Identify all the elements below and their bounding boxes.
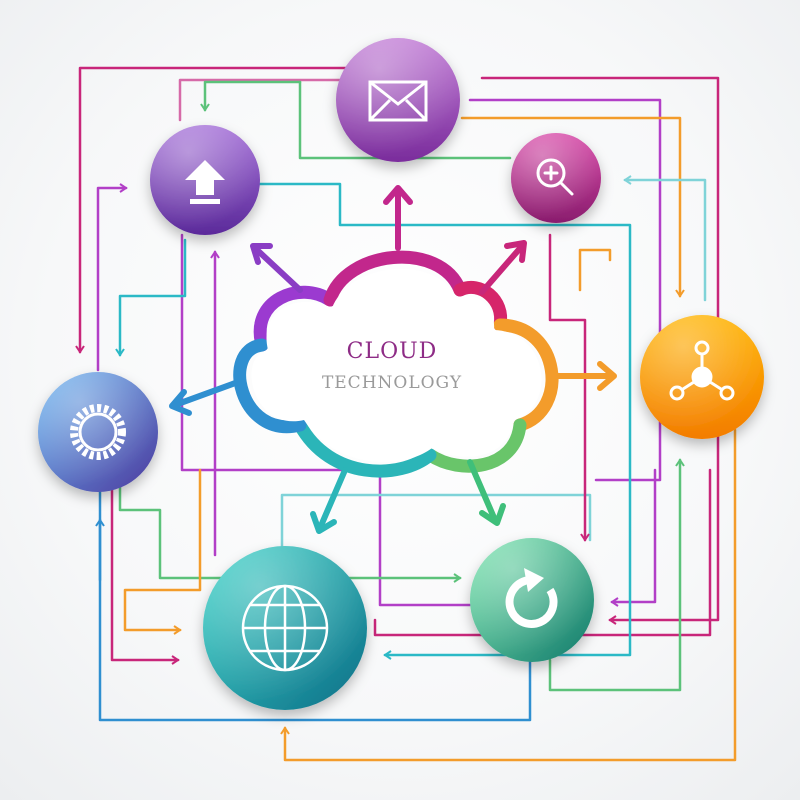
arrow-to-search <box>479 240 527 295</box>
arrow-to-email <box>383 185 413 251</box>
cloud-outline-segment <box>293 418 437 478</box>
gear-icon <box>70 404 126 460</box>
connector-line <box>298 80 512 160</box>
cloud-outline-segment <box>323 250 467 307</box>
cloud-arrows <box>169 185 617 534</box>
cloud-shape <box>233 250 559 478</box>
connector-line <box>280 428 737 762</box>
connector-line <box>96 183 128 372</box>
arrow-to-refresh <box>467 459 506 526</box>
settings-node[interactable] <box>38 372 158 492</box>
connector-line <box>280 493 592 554</box>
arrow-to-upload <box>250 243 303 293</box>
cloud-outline-segment <box>253 285 337 352</box>
connector-line <box>75 66 397 354</box>
refresh-icon <box>505 568 558 628</box>
connector-line <box>548 233 590 542</box>
connector-line <box>578 248 612 292</box>
cloud-fill <box>251 268 542 463</box>
cloud-outline-segment <box>493 318 559 432</box>
connector-line <box>200 80 302 112</box>
connector-line <box>123 468 202 635</box>
share-network-icon <box>669 340 735 401</box>
upload-arrow-icon <box>185 160 225 204</box>
connector-line <box>548 458 685 692</box>
connector-line <box>610 468 657 607</box>
arrow-to-settings <box>169 379 241 416</box>
connector-line <box>468 98 662 482</box>
cloud-outline-segment <box>453 281 508 332</box>
email-node[interactable] <box>336 38 460 162</box>
arrow-to-share <box>549 361 617 391</box>
globe-icon <box>241 584 329 672</box>
cloud-subtitle: TECHNOLOGY <box>322 373 462 393</box>
cloud-outline-segment <box>423 418 527 473</box>
zoom-in-icon <box>536 158 574 196</box>
connector-line <box>110 488 180 665</box>
arrow-to-globe <box>310 467 348 534</box>
cloud-outline-segment <box>233 338 307 434</box>
connector-line <box>623 175 707 302</box>
connector-line <box>460 116 685 298</box>
envelope-icon <box>368 80 428 122</box>
connector-line <box>178 78 342 122</box>
connector-line <box>253 182 632 660</box>
refresh-node[interactable] <box>470 538 594 662</box>
search-node[interactable] <box>511 133 601 223</box>
connector-line <box>115 238 187 357</box>
cloud-title: CLOUD <box>347 339 438 364</box>
connector-line <box>98 488 532 722</box>
